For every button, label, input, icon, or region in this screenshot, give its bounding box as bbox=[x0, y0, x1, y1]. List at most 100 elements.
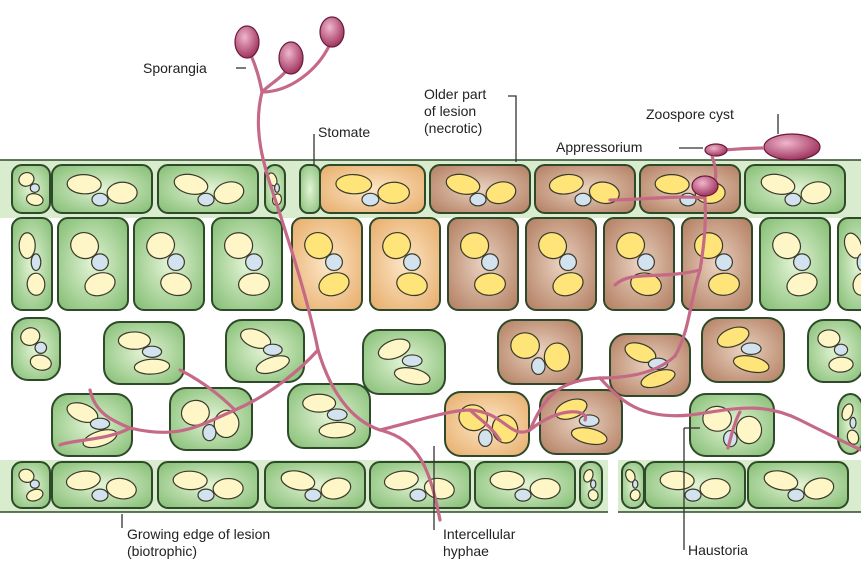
chloroplast bbox=[118, 332, 150, 349]
plant-cell bbox=[526, 218, 596, 310]
plant-cell bbox=[498, 320, 582, 384]
nucleus bbox=[168, 254, 185, 271]
label-zoospore-cyst: Zoospore cyst bbox=[646, 106, 734, 123]
nucleus bbox=[638, 254, 655, 271]
plant-cell bbox=[12, 462, 50, 508]
plant-cell bbox=[640, 165, 740, 213]
label-appressorium: Appressorium bbox=[556, 139, 642, 156]
chloroplast bbox=[107, 182, 138, 204]
plant-cell bbox=[745, 165, 845, 213]
chloroplast bbox=[225, 233, 253, 259]
chloroplast bbox=[67, 174, 102, 194]
plant-cell bbox=[370, 462, 470, 508]
label-older-part-of-lesion: Older part of lesion (necrotic) bbox=[424, 86, 486, 137]
plant-cell bbox=[58, 218, 128, 310]
plant-cell bbox=[292, 218, 362, 310]
plant-cell bbox=[808, 320, 861, 382]
chloroplast bbox=[19, 233, 35, 259]
nucleus bbox=[30, 184, 39, 193]
plant-cell bbox=[104, 322, 184, 384]
chloroplast bbox=[213, 478, 244, 499]
chloroplast bbox=[530, 478, 561, 499]
sporangium bbox=[235, 26, 259, 58]
stomate-guard-cell bbox=[300, 165, 320, 213]
plant-cell bbox=[610, 334, 690, 396]
appressorium bbox=[705, 144, 727, 156]
zoospore-cyst bbox=[764, 134, 820, 160]
chloroplast bbox=[461, 233, 489, 259]
nucleus bbox=[362, 193, 379, 205]
plant-cell bbox=[760, 218, 830, 310]
nucleus bbox=[788, 489, 804, 501]
nucleus bbox=[633, 480, 638, 488]
plant-cell bbox=[212, 218, 282, 310]
chloroplast bbox=[695, 233, 723, 259]
nucleus bbox=[30, 480, 39, 488]
nucleus bbox=[716, 254, 733, 271]
nucleus bbox=[404, 254, 421, 271]
plant-cell bbox=[265, 462, 365, 508]
plant-cell bbox=[52, 165, 152, 213]
plant-cell bbox=[134, 218, 204, 310]
label-sporangia: Sporangia bbox=[143, 60, 207, 77]
plant-cell bbox=[448, 218, 518, 310]
nucleus bbox=[326, 254, 343, 271]
plant-cell bbox=[604, 218, 674, 310]
nucleus bbox=[31, 254, 41, 271]
label-intercellular-hyphae: Intercellular hyphae bbox=[443, 526, 515, 560]
nucleus bbox=[90, 418, 109, 429]
plant-cell bbox=[320, 165, 425, 213]
nucleus bbox=[92, 193, 108, 205]
chloroplast bbox=[700, 478, 731, 499]
label-haustoria: Haustoria bbox=[688, 542, 748, 559]
plant-cell bbox=[370, 218, 440, 310]
nucleus bbox=[579, 415, 599, 427]
nucleus bbox=[92, 489, 108, 501]
nucleus bbox=[327, 409, 347, 421]
plant-cell bbox=[622, 462, 644, 508]
plant-cell bbox=[52, 462, 152, 508]
chloroplast bbox=[303, 394, 336, 412]
plant-cell bbox=[158, 462, 258, 508]
chloroplast bbox=[818, 330, 840, 347]
nucleus bbox=[785, 193, 801, 205]
chloroplast bbox=[736, 416, 762, 444]
nucleus bbox=[591, 480, 596, 488]
plant-cell bbox=[535, 165, 635, 213]
nucleus bbox=[275, 184, 280, 193]
nucleus bbox=[92, 254, 109, 271]
nucleus bbox=[532, 358, 545, 375]
nucleus bbox=[246, 254, 263, 271]
nucleus bbox=[482, 254, 499, 271]
nucleus bbox=[470, 193, 486, 205]
nucleus bbox=[515, 489, 531, 501]
plant-cell bbox=[158, 165, 258, 213]
nucleus bbox=[142, 346, 161, 357]
plant-cell bbox=[702, 318, 784, 382]
plant-cell bbox=[430, 165, 530, 213]
sporangium bbox=[320, 17, 344, 47]
chloroplast bbox=[27, 273, 46, 296]
nucleus bbox=[685, 489, 701, 501]
plant-cell bbox=[12, 218, 52, 310]
plant-cell bbox=[12, 318, 60, 380]
nucleus bbox=[402, 355, 422, 367]
nucleus bbox=[35, 342, 47, 353]
sporangium bbox=[279, 42, 303, 74]
nucleus bbox=[198, 193, 214, 205]
plant-cell bbox=[475, 462, 575, 508]
nucleus bbox=[560, 254, 577, 271]
nucleus bbox=[575, 193, 591, 205]
nucleus bbox=[794, 254, 811, 271]
plant-cell bbox=[748, 462, 848, 508]
chloroplast bbox=[510, 332, 539, 359]
nucleus bbox=[203, 425, 216, 441]
label-stomate: Stomate bbox=[318, 124, 370, 141]
nucleus bbox=[410, 489, 426, 501]
chloroplast bbox=[378, 182, 410, 204]
leader-line bbox=[508, 96, 516, 162]
nucleus bbox=[680, 193, 696, 205]
plant-cell bbox=[645, 462, 745, 508]
label-growing-edge: Growing edge of lesion (biotrophic) bbox=[127, 526, 270, 560]
